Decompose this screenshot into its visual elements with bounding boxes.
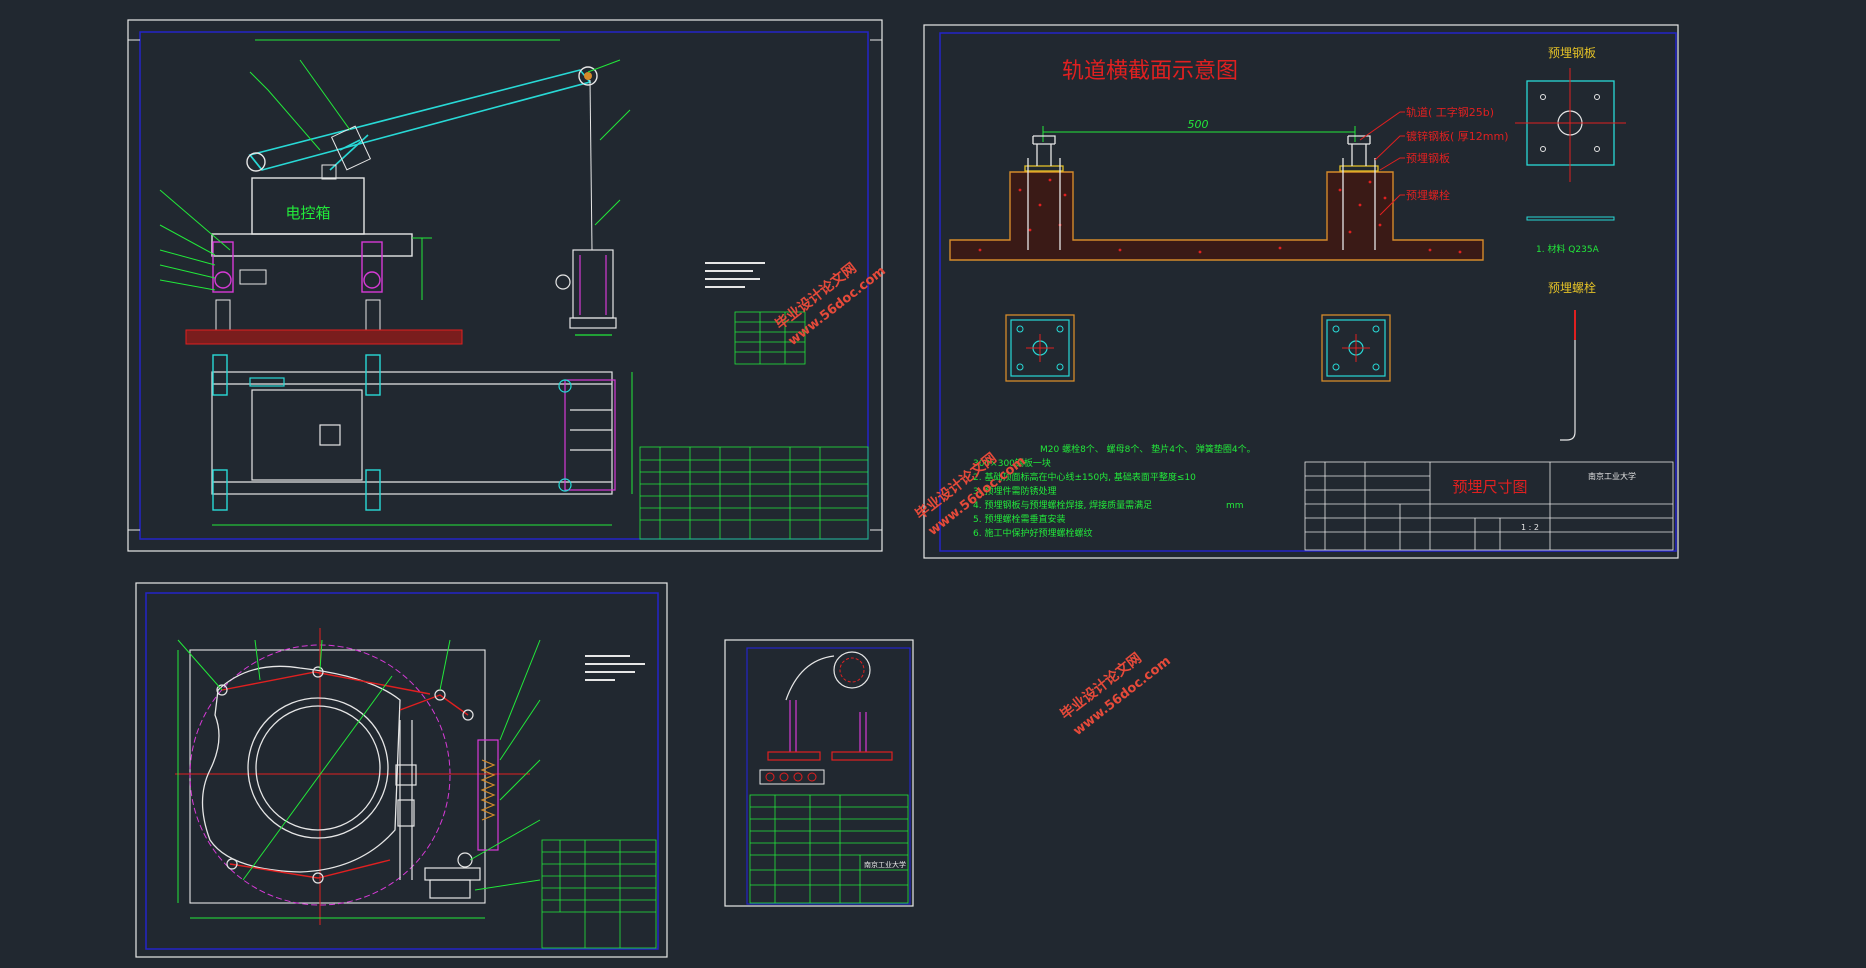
- sheet-crane-assembly: 电控箱: [127, 19, 883, 552]
- note-line-5: 5. 预埋螺栓需垂直安装: [973, 513, 1065, 525]
- hanger-parts: [789, 700, 867, 752]
- sheet3-notes: [585, 655, 645, 681]
- sheet4-title-block: [749, 794, 909, 904]
- concrete-foundation: [949, 171, 1484, 261]
- sheet3-border: [135, 582, 668, 958]
- note-line-3: 3. 预埋件需防锈处理: [973, 485, 1056, 497]
- sheet2-frame: [939, 32, 1677, 552]
- callout-embed-bolt: 预埋螺栓: [1406, 188, 1450, 202]
- sheet1-small-table: [734, 311, 806, 365]
- hoist-cage: [555, 249, 617, 336]
- rail-callout-leaders: [1359, 111, 1405, 216]
- pulley-detail-icon: [833, 651, 871, 689]
- trolley-top-view: [211, 371, 616, 495]
- brake-callouts: [177, 639, 541, 891]
- technical-notes: M20 螺栓8个、 螺母8个、 垫片4个、 弹簧垫圈4个。 300×300钢板一…: [973, 443, 1256, 539]
- watermark-1: 毕业设计论文网 www.56doc.com: [772, 259, 889, 348]
- boom-pulley-icon: [578, 66, 598, 86]
- embed-plate-detail: [1515, 68, 1626, 221]
- callout-steel-plate: 镀锌钢板( 厚12mm): [1406, 129, 1509, 143]
- concrete-speckles: [978, 178, 1462, 254]
- sheet-rail-section: 轨道横截面示意图 500: [923, 24, 1679, 559]
- brake-linkage: [216, 666, 499, 899]
- rail-section-title: 轨道横截面示意图: [1062, 59, 1238, 84]
- callout-embed-plate: 预埋钢板: [1406, 151, 1450, 165]
- crane-boom: [248, 69, 592, 171]
- sheet3-frame: [145, 592, 659, 950]
- sheet4-frame: [746, 647, 911, 905]
- concrete-base: [185, 329, 463, 345]
- note-line-0: M20 螺栓8个、 螺母8个、 垫片4个、 弹簧垫圈4个。: [1040, 443, 1256, 455]
- boom-pivot-icon: [246, 152, 266, 172]
- sheet2-title-block: [1304, 461, 1674, 551]
- sheet1-frame: [139, 31, 869, 540]
- sheet-brake-mechanism: [135, 582, 668, 958]
- note-line-2: 2. 基础顶面标高在中心线±150内, 基础表面平整度≤10: [973, 471, 1196, 483]
- embed-plate-plan-right: [1321, 314, 1391, 382]
- rail-left: [1024, 135, 1064, 250]
- sheet1-notes: [705, 262, 765, 288]
- sheet1-border: [127, 19, 883, 552]
- sheet3-title-block: [541, 839, 657, 949]
- material-note: 1. 材料 Q235A: [1536, 243, 1600, 255]
- embed-plate-heading: 预埋钢板: [1548, 46, 1596, 60]
- rail-right: [1339, 135, 1379, 250]
- sheet4-border: [724, 639, 914, 907]
- dim-500-text: 500: [1188, 118, 1209, 131]
- title-block-drawing-name: 预埋尺寸图: [1452, 478, 1527, 496]
- callout-rail: 轨道( 工字钢25b): [1406, 105, 1494, 119]
- title-block-scale: 1 : 2: [1521, 523, 1539, 532]
- note-line-1: 300×300钢板一块: [973, 457, 1051, 469]
- brake-arms: [221, 671, 469, 879]
- embed-bolt-detail: [1560, 310, 1576, 441]
- rail-plates-top: [212, 354, 381, 511]
- trolley-wheels: [212, 241, 383, 293]
- watermark-3: 毕业设计论文网 www.56doc.com: [1057, 649, 1174, 738]
- control-box-label: 电控箱: [285, 204, 330, 222]
- title-block-school: 南京工业大学: [1588, 471, 1636, 481]
- sheet1-title-block: [639, 446, 869, 540]
- brake-drum: [201, 665, 401, 873]
- unit-label: mm: [1226, 501, 1244, 511]
- embed-bolt-heading: 预埋螺栓: [1548, 280, 1596, 295]
- pulley-hub-icon: [584, 72, 592, 80]
- sheet4-school: 南京工业大学: [864, 860, 906, 869]
- callout-leaders: [159, 39, 631, 291]
- sheet-small-parts: 南京工业大学: [724, 639, 914, 907]
- sheet2-border: [923, 24, 1679, 559]
- note-line-4: 4. 预埋钢板与预埋螺栓焊接, 焊接质量需满足: [973, 499, 1152, 511]
- note-line-6: 6. 施工中保护好预埋螺栓螺纹: [973, 527, 1092, 539]
- embed-plate-plan-left: [1005, 314, 1075, 382]
